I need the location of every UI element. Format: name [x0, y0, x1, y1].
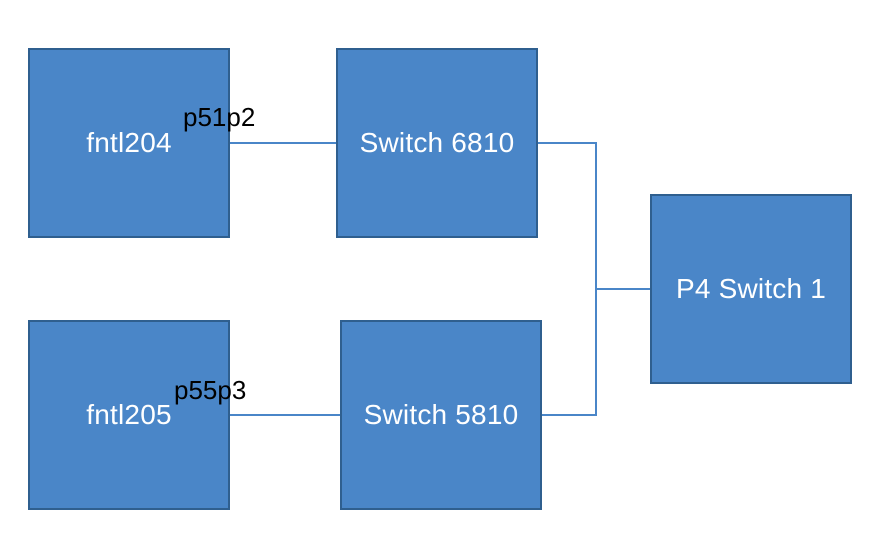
node-switch-6810-label: Switch 6810	[359, 127, 515, 158]
link-switch6810-trunk	[538, 142, 597, 289]
node-fntl204-label: fntl204	[86, 127, 172, 158]
node-switch-5810[interactable]: Switch 5810	[340, 320, 542, 510]
node-fntl204[interactable]: fntl204	[28, 48, 230, 238]
port-label-fntl205: p55p3	[174, 375, 247, 405]
node-switch-6810[interactable]: Switch 6810	[336, 48, 538, 238]
node-fntl205[interactable]: fntl205	[28, 320, 230, 510]
port-label-fntl204: p51p2	[183, 102, 256, 132]
node-switch-5810-label: Switch 5810	[363, 399, 519, 430]
link-switch5810-trunk	[542, 289, 597, 416]
node-p4-switch-1[interactable]: P4 Switch 1	[650, 194, 852, 384]
node-fntl205-label: fntl205	[86, 399, 172, 430]
node-p4-switch-1-label: P4 Switch 1	[675, 273, 827, 304]
